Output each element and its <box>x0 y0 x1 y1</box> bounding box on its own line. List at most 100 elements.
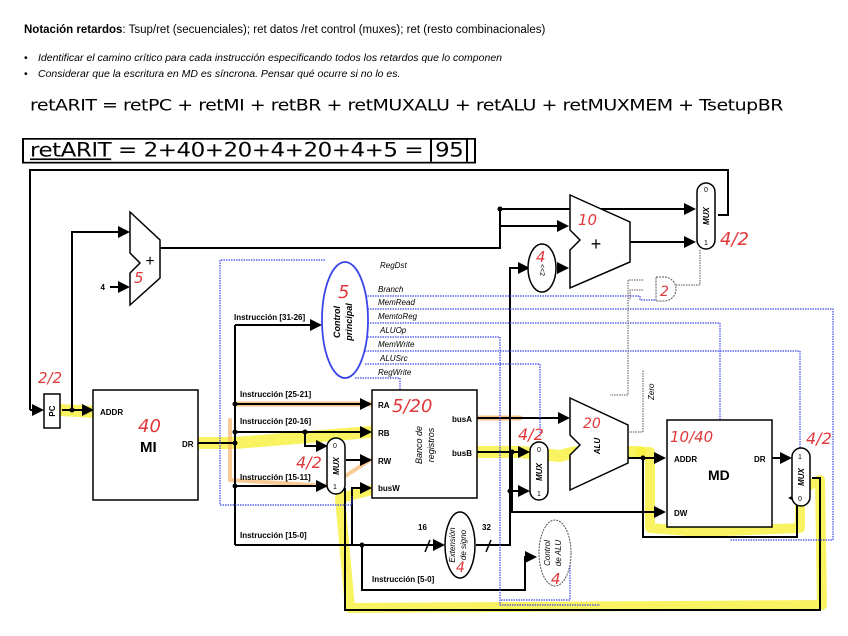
svg-text:de signo: de signo <box>459 529 468 560</box>
pc-delay: 2/2 <box>38 369 62 387</box>
svg-text:MemWrite: MemWrite <box>378 340 415 349</box>
handwritten-formula: retARIT = retPC + retMI + retBR + retMUX… <box>30 96 783 115</box>
alu: ALU 20 Zero <box>569 370 656 492</box>
svg-text:RW: RW <box>378 457 392 466</box>
regdst-mux-delay: 4/2 <box>296 453 322 472</box>
svg-text:MI: MI <box>140 439 157 456</box>
junction-dots <box>69 206 646 548</box>
mi-delay: 40 <box>138 416 161 437</box>
svg-text:DW: DW <box>674 509 688 518</box>
shift-delay: 4 <box>536 248 546 266</box>
svg-text:Extensión: Extensión <box>448 527 457 563</box>
svg-text:Branch: Branch <box>378 285 404 294</box>
alu-control-delay: 4 <box>551 570 561 588</box>
pc-mux: 0 1 MUX 4/2 <box>696 182 749 250</box>
svg-text:RA: RA <box>378 401 390 410</box>
pc-register: PC 2/2 <box>38 369 62 429</box>
svg-text:+: + <box>591 234 602 254</box>
svg-text:Instrucción [31-26]: Instrucción [31-26] <box>234 313 305 322</box>
svg-text:DR: DR <box>182 440 194 449</box>
notation-header: Notación retardos: Tsup/ret (secuenciale… <box>24 24 545 36</box>
branch-logic-wires <box>610 250 701 396</box>
svg-text:Instrucción [25-21]: Instrucción [25-21] <box>240 390 311 399</box>
result-total: 95 <box>429 138 469 162</box>
svg-text:MUX: MUX <box>535 462 544 480</box>
svg-text:<<2: <<2 <box>538 264 545 276</box>
regdst-mux: 0 1 MUX 4/2 <box>296 437 346 495</box>
svg-text:busW: busW <box>378 484 400 493</box>
handwritten-result: retARIT = 2+40+20+4+20+4+5 = 95 <box>22 138 477 164</box>
svg-text:RegDst: RegDst <box>380 261 407 270</box>
control-signal-labels: RegDst Branch MemRead MemtoReg ALUOp Mem… <box>378 261 418 377</box>
svg-text:RegWrite: RegWrite <box>378 368 412 377</box>
register-file: RA RB RW busW busA busB Banco de registr… <box>371 389 478 499</box>
zero-label: Zero <box>647 383 656 401</box>
and-gate: 2 <box>655 276 677 302</box>
svg-text:de ALU: de ALU <box>554 540 563 567</box>
notation-label: Notación retardos <box>24 24 123 36</box>
svg-text:+: + <box>145 253 154 270</box>
svg-text:0: 0 <box>704 187 708 194</box>
notation-text: : Tsup/ret (secuenciales); ret datos /re… <box>122 24 546 36</box>
svg-text:ALUSrc: ALUSrc <box>379 354 408 363</box>
svg-text:ADDR: ADDR <box>674 455 697 464</box>
alu-delay: 20 <box>583 416 601 432</box>
svg-text:DR: DR <box>754 455 766 464</box>
svg-text:16: 16 <box>418 523 427 532</box>
svg-text:ADDR: ADDR <box>100 408 123 417</box>
svg-text:Banco de: Banco de <box>414 426 424 464</box>
main-control: Control principal 5 <box>321 261 369 379</box>
bullet-item: •Considerar que la escritura en MD es sí… <box>24 68 401 80</box>
svg-text:0: 0 <box>537 447 541 454</box>
const-four: 4 <box>101 283 106 292</box>
svg-text:MUX: MUX <box>332 456 341 474</box>
alusrc-mux-delay: 4/2 <box>518 425 544 444</box>
svg-text:Instrucción [15-0]: Instrucción [15-0] <box>240 531 307 540</box>
bullet-item: •Identificar el camino crítico para cada… <box>24 52 503 64</box>
branch-adder: + 10 <box>569 193 631 290</box>
sign-extend: Extensión de signo 16 32 4 <box>418 511 492 579</box>
and-gate-delay: 2 <box>660 284 669 300</box>
svg-text:ALUOp: ALUOp <box>379 326 407 335</box>
svg-text:Instrucción [5-0]: Instrucción [5-0] <box>372 575 435 584</box>
sign-extend-delay: 4 <box>456 560 465 576</box>
pc4-adder-delay: 5 <box>134 269 144 287</box>
svg-text:1: 1 <box>704 240 708 247</box>
svg-text:Instrucción [15-11]: Instrucción [15-11] <box>240 473 311 482</box>
svg-text:Control: Control <box>332 306 342 338</box>
svg-text:MUX: MUX <box>797 467 806 485</box>
alu-control: Control de ALU 4 <box>538 519 572 588</box>
control-delay: 5 <box>338 282 349 303</box>
svg-text:busB: busB <box>452 449 472 458</box>
svg-text:PC: PC <box>48 405 57 416</box>
svg-text:0: 0 <box>798 496 802 503</box>
svg-text:MemRead: MemRead <box>378 298 415 307</box>
svg-text:principal: principal <box>344 303 354 342</box>
svg-text:1: 1 <box>798 454 802 461</box>
regfile-delay: 5/20 <box>392 396 432 417</box>
svg-text:registros: registros <box>426 427 436 462</box>
memtoreg-mux-delay: 4/2 <box>806 429 832 448</box>
result-rhs: = 2+40+20+4+20+4+5 = <box>117 139 424 162</box>
pc-mux-delay: 4/2 <box>720 229 749 250</box>
alusrc-mux: 0 1 MUX 4/2 <box>518 425 549 501</box>
svg-text:busA: busA <box>452 415 472 424</box>
svg-text:1: 1 <box>333 484 337 491</box>
svg-text:0: 0 <box>333 443 337 450</box>
instruction-field-labels: Instrucción [31-26] Instrucción [25-21] … <box>234 313 435 584</box>
instruction-memory: ADDR MI DR 40 <box>92 389 199 501</box>
svg-text:Control: Control <box>543 540 552 566</box>
data-memory: ADDR DR DW MD 10/40 <box>666 419 773 528</box>
pc4-adder: + 4 5 <box>101 210 161 307</box>
result-lhs: retARIT <box>30 139 112 162</box>
control-wires <box>219 259 834 606</box>
svg-text:32: 32 <box>482 523 491 532</box>
svg-text:MD: MD <box>708 467 730 483</box>
svg-text:1: 1 <box>537 491 541 498</box>
svg-text:MemtoReg: MemtoReg <box>378 312 418 321</box>
svg-text:Instrucción [20-16]: Instrucción [20-16] <box>240 417 311 426</box>
branch-adder-delay: 10 <box>578 211 597 229</box>
md-delay: 10/40 <box>670 428 713 446</box>
svg-text:RB: RB <box>378 429 390 438</box>
